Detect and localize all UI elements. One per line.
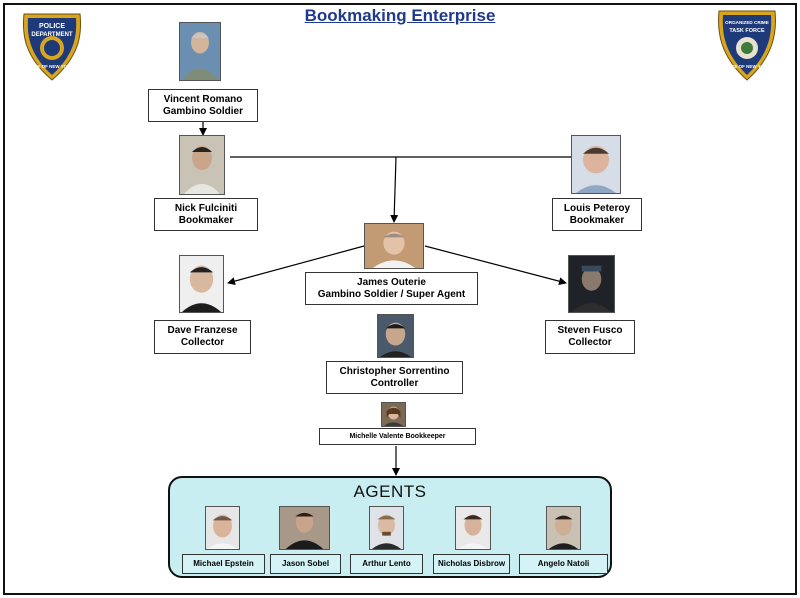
nicholas-disbrow-photo bbox=[455, 506, 491, 550]
svg-text:ORGANIZED CRIME: ORGANIZED CRIME bbox=[725, 20, 769, 25]
arthur-lento-photo bbox=[369, 506, 404, 550]
svg-text:DEPARTMENT: DEPARTMENT bbox=[31, 32, 73, 38]
page-title: Bookmaking Enterprise bbox=[304, 6, 496, 25]
michelle-valente-photo bbox=[381, 402, 406, 427]
steven-fusco-photo bbox=[568, 255, 615, 313]
michelle-valente-label: Michelle Valente Bookkeeper bbox=[319, 428, 476, 445]
line-james-dave bbox=[227, 245, 365, 286]
arthur-lento-label: Arthur Lento bbox=[350, 554, 423, 574]
louis-peteroy-photo bbox=[571, 135, 621, 194]
organized-crime-task-force-badge-icon: ORGANIZED CRIME TASK FORCE STATE OF NEW … bbox=[718, 10, 776, 81]
agents-title: AGENTS bbox=[353, 482, 427, 501]
jason-sobel-label: Jason Sobel bbox=[270, 554, 341, 574]
angelo-natoli-label: Angelo Natoli bbox=[519, 554, 608, 574]
svg-text:POLICE: POLICE bbox=[39, 23, 65, 30]
james-outerie-photo bbox=[364, 223, 424, 269]
dave-franzese-photo bbox=[179, 255, 224, 313]
svg-text:TASK FORCE: TASK FORCE bbox=[729, 28, 765, 34]
christopher-sorrentino-photo bbox=[377, 314, 414, 358]
police-department-badge-icon: POLICE DEPARTMENT CITY OF NEW YORK bbox=[23, 13, 81, 81]
nicholas-disbrow-label: Nicholas Disbrow bbox=[433, 554, 510, 574]
vincent-romano-photo bbox=[179, 22, 221, 81]
nick-fulciniti-photo bbox=[179, 135, 225, 195]
michael-epstein-photo bbox=[205, 506, 240, 550]
line-to-james bbox=[390, 156, 399, 223]
svg-text:CITY OF NEW YORK: CITY OF NEW YORK bbox=[30, 64, 74, 69]
svg-text:STATE OF NEW YORK: STATE OF NEW YORK bbox=[723, 64, 771, 69]
line-james-steven bbox=[424, 245, 567, 286]
jason-sobel-photo bbox=[279, 506, 330, 550]
michael-epstein-label: Michael Epstein bbox=[182, 554, 265, 574]
angelo-natoli-photo bbox=[546, 506, 581, 550]
